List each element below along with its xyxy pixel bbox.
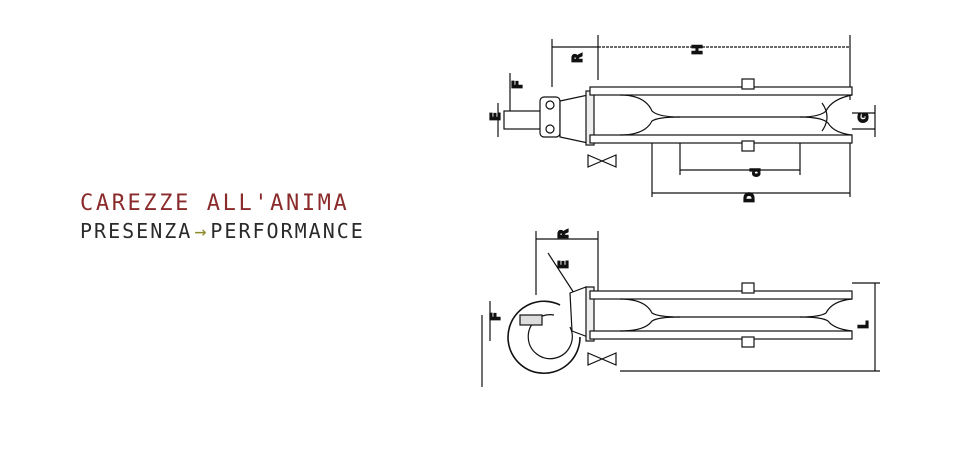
bolt-head-bottom-bottom <box>741 336 755 348</box>
sheave-lower-left-bottom <box>619 316 681 332</box>
top-plate-lower <box>589 134 853 144</box>
sheave-groove <box>821 102 828 132</box>
brand-subtitle: PRESENZA→PERFORMANCE <box>80 218 410 244</box>
arrow-icon: → <box>194 219 209 243</box>
hook-shank <box>519 314 543 326</box>
label-f-bottom: F <box>489 312 504 321</box>
sheave-upper <box>619 94 853 118</box>
label-l: L <box>857 321 872 329</box>
bottom-plate-upper <box>589 290 853 300</box>
eye-bolt-bottom <box>545 124 555 134</box>
top-view: H R F E G <box>488 35 876 204</box>
label-r-top: R <box>571 53 586 63</box>
label-d-small: d <box>749 168 764 177</box>
sheave-lower-right <box>799 116 853 136</box>
hook-latch <box>569 286 589 338</box>
label-r-bottom: R <box>557 229 572 239</box>
brand-block: CAREZZE ALL'ANIMA PRESENZA→PERFORMANCE <box>80 190 410 244</box>
bottom-plate-lower <box>589 330 853 340</box>
sheave-upper-bottom <box>619 298 853 318</box>
bolt-head-top-bottom <box>741 282 755 294</box>
label-h: H <box>691 44 706 55</box>
top-plate-upper <box>589 86 853 96</box>
subtitle-left: PRESENZA <box>80 219 193 243</box>
wing-nut-bottom <box>587 352 617 366</box>
sheave-lower-left <box>619 116 681 136</box>
label-g: G <box>857 112 872 123</box>
label-f-top: F <box>511 80 526 89</box>
brand-title: CAREZZE ALL'ANIMA <box>80 191 350 216</box>
label-e-top: E <box>489 112 504 121</box>
label-d-big: D <box>743 192 758 203</box>
eye-nut <box>539 96 561 138</box>
hook-plate <box>585 286 595 342</box>
sheave-lower-right-bottom <box>799 316 853 332</box>
wing-nut-top <box>587 154 617 168</box>
subtitle-right: PERFORMANCE <box>210 219 365 243</box>
eye-bolt-top <box>545 100 555 110</box>
bolt-head-bottom <box>741 140 755 152</box>
hook-outer <box>507 300 581 374</box>
bolt-head-top <box>741 78 755 90</box>
pulley-technical-drawing: H R F E G <box>481 35 880 387</box>
e-diag-line <box>547 252 575 294</box>
label-e-bottom: E <box>557 260 572 269</box>
swivel-link <box>559 94 589 144</box>
bottom-view: R E F L <box>481 228 880 387</box>
